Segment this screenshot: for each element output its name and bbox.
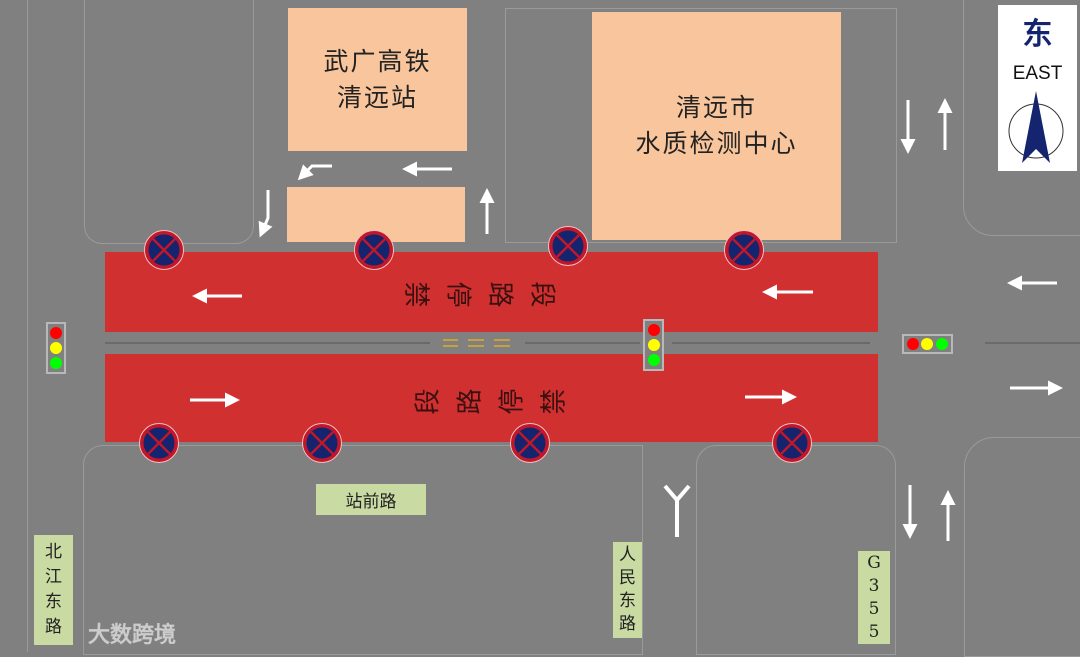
yellow-double-dashes — [443, 339, 510, 347]
light-green — [50, 356, 62, 369]
road-label-renmin-east: 人民东路 — [613, 542, 642, 638]
building-label: 武广高铁 — [323, 46, 432, 76]
road-char: 北 — [45, 542, 62, 562]
building-label: 清远市 — [675, 93, 757, 122]
road-label-beijiang-east: 北江东路 — [34, 535, 73, 645]
road-char: G — [867, 552, 881, 573]
building-label: 清远站 — [336, 82, 418, 112]
no-parking-sign-icon — [772, 423, 812, 463]
light-yellow — [647, 338, 660, 351]
light-red — [50, 327, 62, 340]
turn-arrow-icon — [297, 164, 332, 181]
lane-line — [27, 0, 28, 652]
block-outline — [505, 8, 897, 243]
road-char: 3 — [868, 575, 880, 596]
no-parking-sign-icon — [724, 230, 764, 270]
building-label: 水质检测中心 — [635, 129, 798, 158]
road-label-zhanqian: 站前路 — [316, 484, 426, 515]
no-parking-sign-icon — [354, 230, 394, 270]
road-char: 5 — [868, 598, 880, 619]
road-char: 路 — [619, 614, 636, 634]
no-parking-sign-icon — [548, 226, 588, 266]
compass-direction-zh: 东 — [1022, 17, 1053, 52]
road-char: 江 — [45, 567, 62, 587]
compass-direction-en: EAST — [1012, 63, 1063, 84]
building-water-quality-center: 清远市 水质检测中心 — [592, 12, 841, 240]
block-outline — [963, 0, 1080, 236]
light-green — [647, 353, 660, 366]
road-char: 5 — [868, 621, 880, 642]
watermark: 大数跨境 — [88, 623, 177, 648]
road-char: 人 — [619, 545, 636, 565]
no-parking-sign-icon — [144, 230, 184, 270]
turn-arrow-icon — [258, 190, 273, 238]
no-parking-sign-icon — [510, 423, 550, 463]
split-arrow-icon — [663, 484, 691, 537]
no-parking-sign-icon — [139, 423, 179, 463]
traffic-light — [902, 334, 953, 354]
north-arrow-icon — [1008, 91, 1064, 163]
light-red — [907, 338, 920, 350]
light-yellow — [50, 341, 62, 354]
compass: 东 EAST — [998, 5, 1077, 171]
traffic-light — [643, 319, 664, 371]
building-wuguang-station: 武广高铁 清远站 — [288, 8, 467, 151]
road-char: 路 — [45, 617, 62, 637]
road-char: 东 — [45, 592, 62, 612]
light-yellow — [921, 338, 934, 350]
traffic-light — [46, 322, 66, 374]
road-char: 东 — [619, 591, 636, 611]
no-parking-sign-icon — [302, 423, 342, 463]
light-red — [647, 324, 660, 337]
light-green — [935, 338, 948, 350]
road-char: 民 — [619, 568, 636, 588]
